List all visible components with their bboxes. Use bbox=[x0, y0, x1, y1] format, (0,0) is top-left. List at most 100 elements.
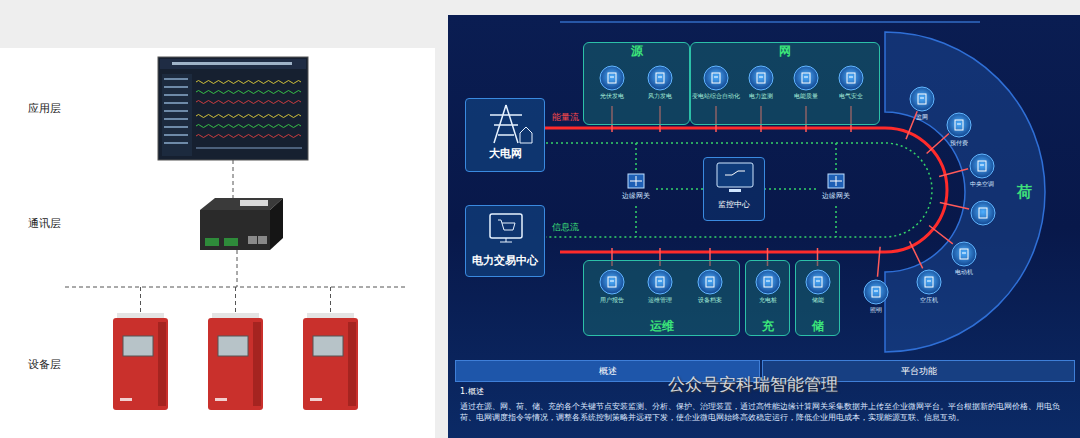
icon-glyph bbox=[714, 77, 718, 78]
icon-glyph bbox=[814, 277, 822, 287]
list-row bbox=[164, 118, 188, 120]
node-label: 边缘网关 bbox=[822, 192, 850, 200]
icon-glyph bbox=[802, 73, 810, 83]
gateway-terminal bbox=[224, 238, 238, 246]
node-label: 监网 bbox=[916, 113, 928, 120]
group-box: 充电桩充 bbox=[745, 260, 790, 336]
screen-title-bar bbox=[160, 59, 306, 69]
device bbox=[113, 313, 168, 410]
load-ring bbox=[885, 32, 1045, 352]
ring-node: 中央空调 bbox=[958, 152, 1006, 188]
gateway-terminal bbox=[205, 238, 219, 246]
monitor-glyph bbox=[717, 163, 753, 187]
dashed-wire bbox=[235, 287, 236, 312]
node-label: 电力交易中心 bbox=[472, 254, 538, 267]
dashed-wiring bbox=[65, 160, 405, 312]
item-node: 用户报告 bbox=[588, 268, 636, 308]
waveform bbox=[196, 135, 301, 138]
monitor-screen bbox=[158, 57, 308, 160]
dashed-wire bbox=[237, 250, 238, 287]
node-label: 监控中心 bbox=[718, 200, 750, 210]
item-node: 风力发电 bbox=[636, 64, 684, 104]
item-node: 设备档案 bbox=[686, 268, 734, 308]
waveform bbox=[196, 115, 301, 118]
item-node: 电力监测 bbox=[737, 64, 785, 104]
monitor-glyph bbox=[725, 171, 745, 175]
icon-glyph bbox=[804, 77, 808, 78]
gateway-sticker bbox=[240, 200, 268, 206]
device-badge bbox=[310, 398, 322, 401]
group-heading: 储 bbox=[812, 319, 824, 333]
top-glow bbox=[560, 21, 980, 23]
node-label: 电能质量 bbox=[794, 92, 818, 99]
icon-glyph bbox=[927, 281, 931, 282]
ring-node: 照明 bbox=[852, 278, 900, 314]
waveform bbox=[196, 125, 301, 128]
tower-glyph bbox=[490, 105, 522, 143]
annotation: 通过在源、网、荷、储、充的各个关键节点安装监测、分析、保护、治理装置，通过高性能… bbox=[460, 401, 1072, 423]
watermark: 公众号安科瑞智能管理 bbox=[668, 374, 838, 394]
waveform bbox=[196, 148, 302, 149]
icon-glyph bbox=[706, 277, 714, 287]
icon-circle bbox=[648, 66, 672, 90]
layer-label: 通讯层 bbox=[28, 217, 61, 230]
item-node: 充电桩 bbox=[747, 268, 789, 308]
icon-circle bbox=[704, 66, 728, 90]
gateway-glyph bbox=[830, 176, 842, 186]
big-icon bbox=[466, 99, 546, 173]
load-icon-glyph bbox=[979, 208, 987, 218]
group-box: 储能储 bbox=[795, 260, 840, 336]
node-label: 充电桩 bbox=[759, 296, 777, 303]
icon-glyph bbox=[759, 77, 763, 78]
device-body bbox=[303, 318, 358, 410]
big-node: 大电网 bbox=[465, 98, 545, 172]
icon-glyph bbox=[608, 277, 616, 287]
icon-glyph bbox=[610, 281, 614, 282]
icon-circle bbox=[794, 66, 818, 90]
icon-glyph bbox=[955, 120, 963, 130]
icon-glyph bbox=[978, 161, 986, 171]
group-box: 用户报告运维管理设备档案运维 bbox=[583, 260, 740, 336]
waveform bbox=[196, 81, 301, 84]
icon-glyph bbox=[872, 287, 880, 297]
load-icon bbox=[971, 201, 995, 225]
energy-bus bbox=[545, 128, 947, 252]
device-badge bbox=[215, 398, 227, 401]
screen-list-rows bbox=[164, 78, 188, 144]
node-label: 概述 bbox=[599, 366, 617, 377]
annotation: 1.概述 bbox=[460, 387, 484, 397]
item-node: 电能质量 bbox=[782, 64, 830, 104]
node-label: 用户报告 bbox=[600, 296, 624, 303]
device-badge bbox=[120, 398, 132, 401]
monitor-stand bbox=[729, 189, 741, 192]
gateway-tap bbox=[835, 143, 837, 237]
gw-icon bbox=[616, 172, 656, 206]
bus-ticks bbox=[612, 106, 969, 277]
node-label: 储能 bbox=[812, 296, 824, 303]
device-side bbox=[348, 322, 356, 406]
gateway-taps bbox=[636, 143, 836, 237]
list-row bbox=[164, 78, 188, 80]
dashed-wire bbox=[233, 160, 234, 198]
gateway-front bbox=[200, 210, 270, 250]
node-label: 平台功能 bbox=[901, 366, 937, 377]
node-label: 光伏发电 bbox=[600, 92, 624, 99]
icon-glyph bbox=[708, 281, 712, 282]
right-panel bbox=[448, 15, 1080, 438]
icon-glyph bbox=[874, 291, 878, 292]
node-label: 风力发电 bbox=[648, 92, 672, 99]
icon-circle bbox=[648, 270, 672, 294]
gateway-top bbox=[200, 198, 283, 210]
annotation: 信息流 bbox=[552, 222, 579, 233]
device-screen bbox=[218, 336, 248, 356]
icon-glyph bbox=[764, 277, 772, 287]
icon-glyph bbox=[658, 77, 662, 78]
icon-circle bbox=[698, 270, 722, 294]
screen-title-stroke bbox=[172, 62, 292, 65]
left-panel bbox=[0, 48, 435, 438]
gateway-glyph bbox=[630, 176, 642, 186]
icon-glyph bbox=[925, 277, 933, 287]
big-node: 电力交易中心 bbox=[465, 205, 545, 277]
house-glyph bbox=[520, 127, 532, 143]
group-heading: 运维 bbox=[650, 319, 674, 333]
